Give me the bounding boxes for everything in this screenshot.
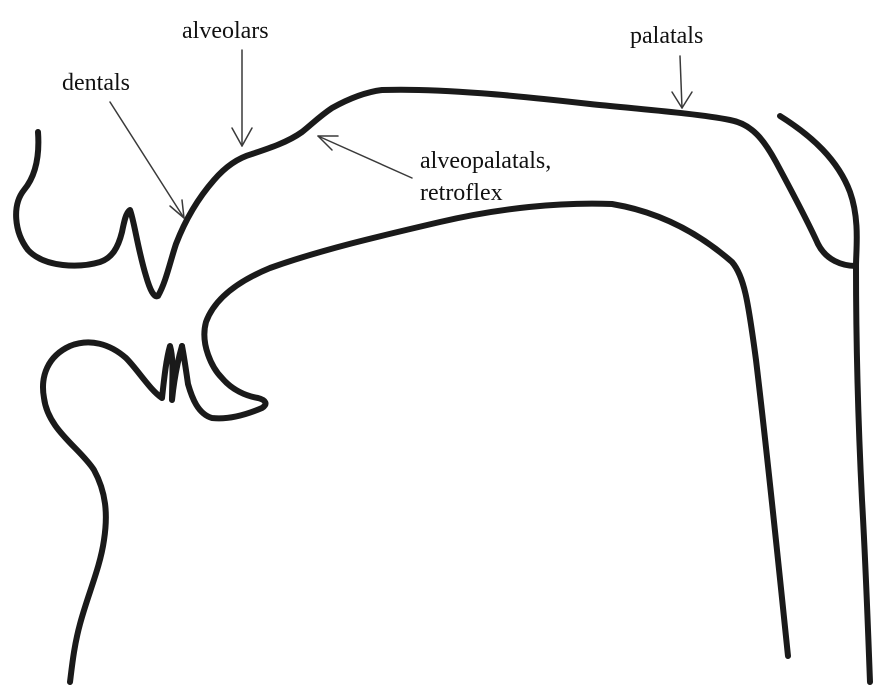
alveopalatals-arrow: [318, 136, 412, 178]
alveolars-arrow: [232, 50, 252, 146]
palatals-label: palatals: [630, 23, 703, 49]
dentals-arrow: [110, 102, 184, 218]
retroflex-label: retroflex: [420, 180, 503, 206]
alveolars-label: alveolars: [182, 18, 269, 44]
tongue-outline: [182, 204, 788, 656]
lower-lip-and-jaw-outline: [43, 342, 182, 682]
palatals-arrow: [672, 56, 692, 108]
dentals-label: dentals: [62, 70, 130, 96]
alveopalatals-label: alveopalatals,: [420, 148, 551, 174]
